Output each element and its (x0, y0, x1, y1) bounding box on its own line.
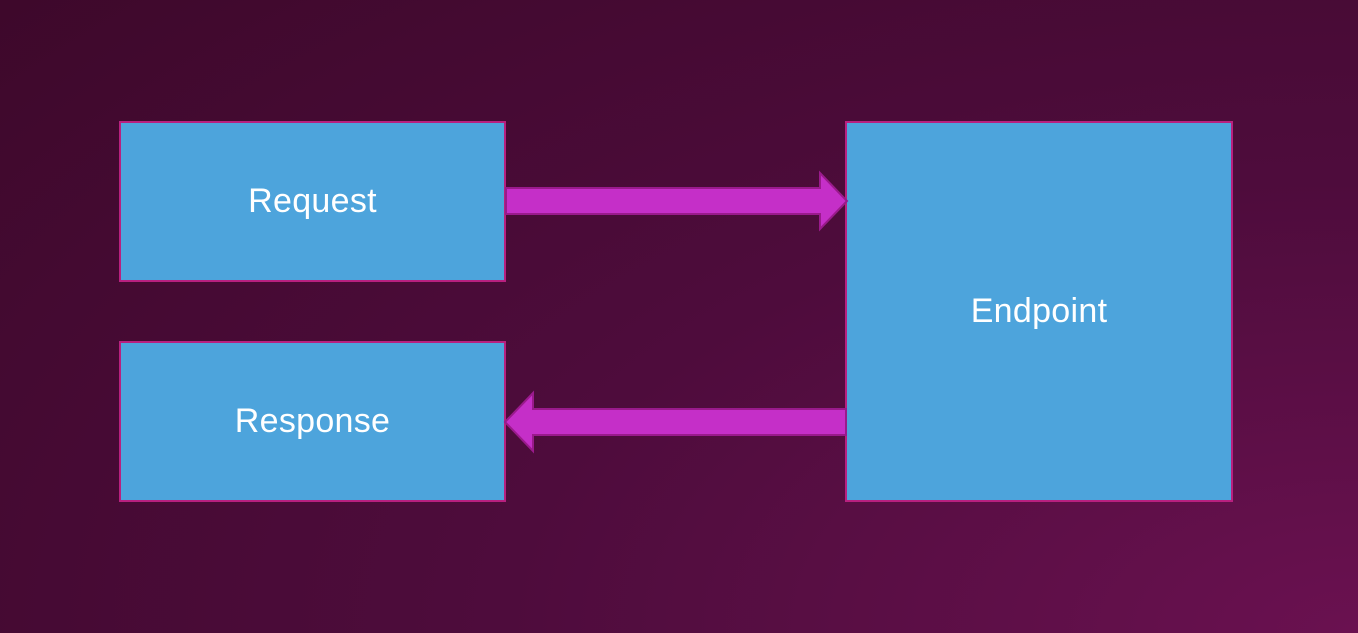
request-box: Request (119, 121, 506, 282)
response-box: Response (119, 341, 506, 502)
request-arrow-shape (505, 170, 849, 232)
endpoint-label: Endpoint (970, 292, 1108, 330)
endpoint-box: Endpoint (845, 121, 1233, 502)
response-label: Response (234, 402, 391, 440)
request-to-endpoint-arrow (505, 170, 849, 232)
request-label: Request (248, 182, 377, 220)
response-arrow-shape (503, 390, 847, 454)
endpoint-to-response-arrow (503, 390, 847, 454)
